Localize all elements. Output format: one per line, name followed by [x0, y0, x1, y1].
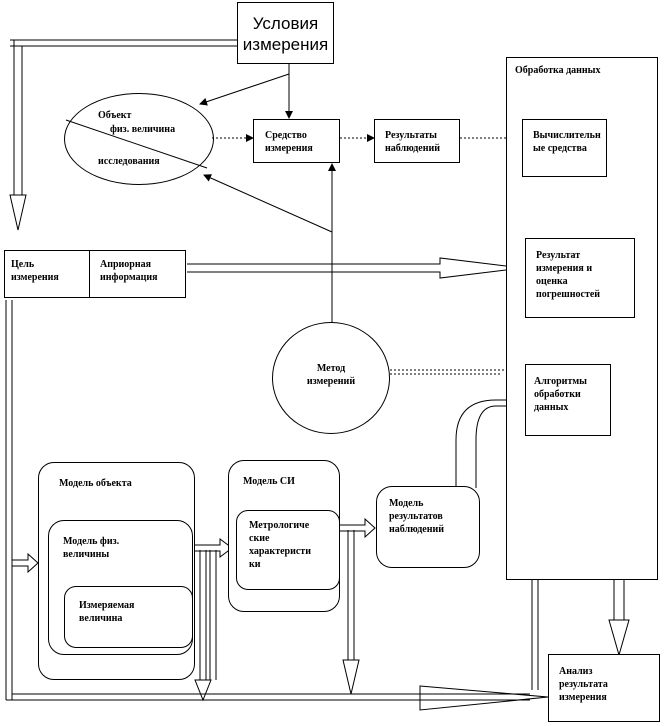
measured-label: Измеряемая величина [79, 600, 135, 624]
result-eval-label: Результат измерения и оценка погрешносте… [536, 250, 601, 300]
arrow-to-analysis [419, 685, 549, 711]
arrow-conditions-to-object [199, 73, 290, 106]
object-quantity-label: физ. величина [110, 124, 176, 135]
results-box: Результаты наблюдений [374, 119, 460, 163]
method-circle [272, 322, 390, 434]
arrow-down-to-goal [9, 194, 27, 231]
object-ellipse [64, 93, 214, 185]
instrument-label: Средство измерения [265, 130, 313, 154]
results-label: Результаты наблюдений [385, 130, 440, 154]
instrument-box: Средство измерения [253, 119, 340, 163]
conditions-box: Условия измерения [237, 2, 334, 64]
object-label: Объект [98, 110, 132, 121]
measured-box: Измеряемая величина [64, 586, 193, 648]
algorithms-box: Алгоритмы обработки данных [525, 364, 611, 436]
arrow-down-mid [342, 659, 360, 695]
conditions-label: Условия измерения [242, 14, 329, 54]
apriori-box: Априорная информация [89, 250, 186, 298]
method-label: Метод измерений [306, 363, 356, 387]
processing-title: Обработка данных [515, 65, 601, 76]
result-eval-box: Результат измерения и оценка погрешносте… [525, 238, 635, 318]
goal-label: Цель измерения [11, 259, 59, 283]
si-model-label: Модель СИ [243, 476, 295, 487]
goal-box: Цель измерения [4, 250, 90, 298]
arrow-down-right [608, 619, 630, 657]
obs-model-box: Модель результатов наблюдений [376, 486, 480, 568]
algorithms-label: Алгоритмы обработки данных [534, 376, 587, 413]
analysis-box: Анализ результата измерения [548, 654, 660, 722]
computing-label: Вычислительн ые средства [533, 130, 601, 154]
object-model-label: Модель объекта [59, 478, 132, 489]
arrow-to-object-diagonal [203, 174, 333, 233]
arrow-down-left [194, 679, 212, 702]
obs-model-label: Модель результатов наблюдений [389, 498, 444, 535]
metro-label: Метрологиче ские характеристи ки [249, 520, 311, 570]
object-research-label: исследования [98, 156, 160, 167]
apriori-label: Априорная информация [100, 259, 158, 283]
analysis-label: Анализ результата измерения [559, 666, 608, 703]
computing-box: Вычислительн ые средства [522, 119, 607, 177]
phys-model-label: Модель физ. величины [63, 536, 120, 560]
metro-box: Метрологиче ские характеристи ки [236, 510, 340, 590]
